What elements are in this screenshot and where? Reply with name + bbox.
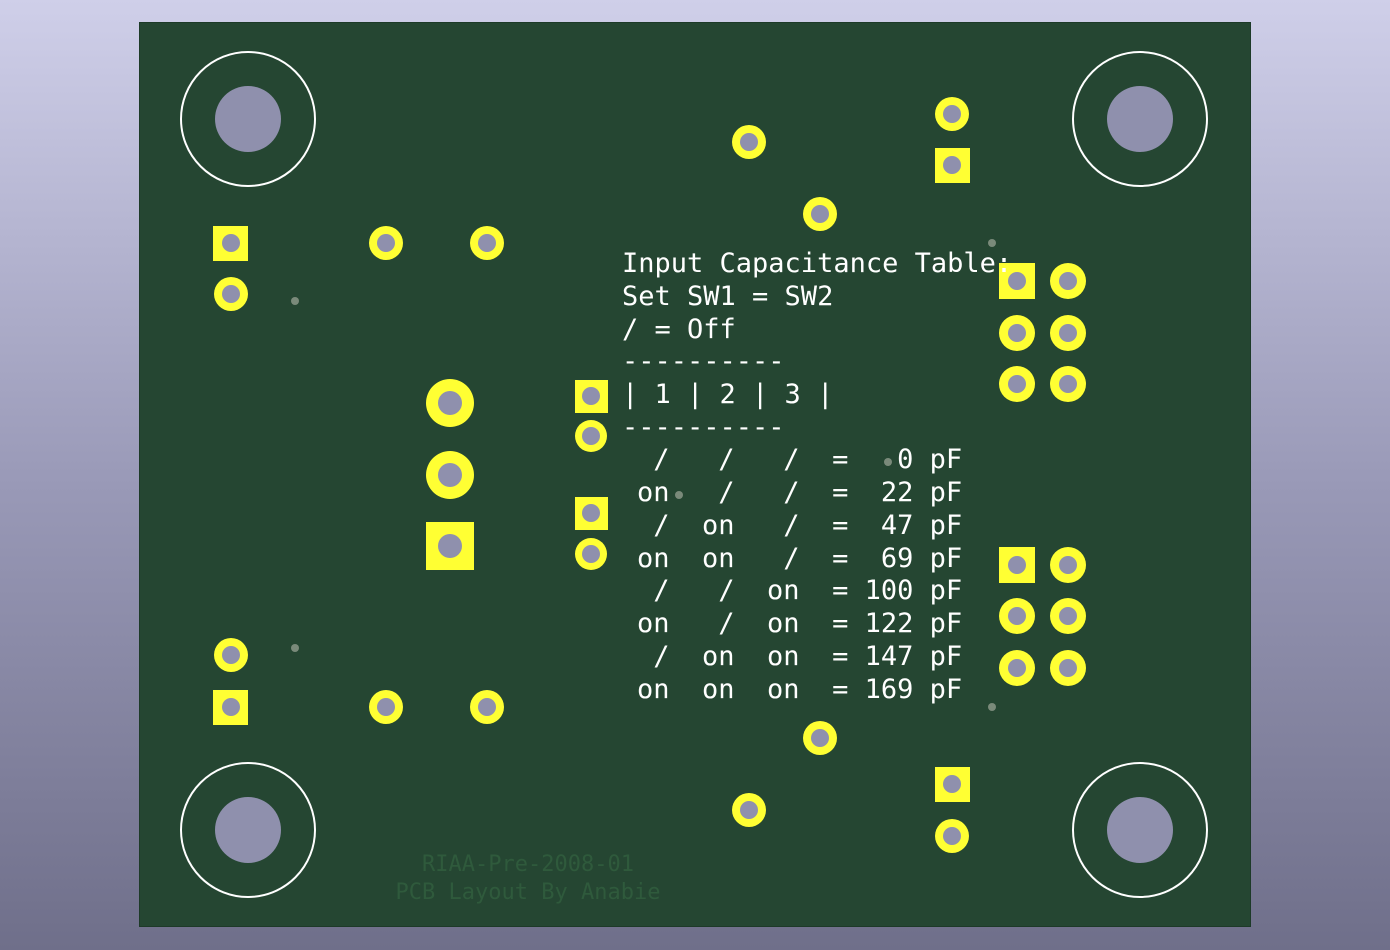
round-pad — [369, 226, 403, 260]
mounting-hole-top-right — [1072, 51, 1208, 187]
round-pad — [803, 721, 837, 755]
table-row: / / / = 0 pF — [637, 444, 962, 475]
faint-board-title: RIAA-Pre-2008-01 — [422, 852, 634, 877]
mounting-hole-bottom-right — [1072, 762, 1208, 898]
via — [291, 297, 299, 305]
via — [988, 703, 996, 711]
table-row: on on / = 69 pF — [637, 543, 962, 574]
via — [291, 644, 299, 652]
mounting-hole-bottom-left — [180, 762, 316, 898]
square-pad — [213, 226, 248, 261]
round-pad — [369, 690, 403, 724]
square-pad — [575, 380, 608, 413]
square-pad — [935, 767, 970, 802]
round-pad — [470, 690, 504, 724]
round-pad — [1050, 263, 1086, 299]
vias — [291, 239, 996, 711]
pcb-artwork: RIAA-Pre-2008-01 PCB Layout By Anabie — [180, 51, 1208, 905]
table-row: on / / = 22 pF — [637, 477, 962, 508]
table-row: / on / = 47 pF — [637, 510, 962, 541]
round-pad — [935, 819, 969, 853]
square-pad — [213, 690, 248, 725]
table-row: on on on = 169 pF — [637, 674, 962, 705]
round-pad — [426, 379, 474, 427]
square-pad — [999, 547, 1035, 583]
pcb-board[interactable]: RIAA-Pre-2008-01 PCB Layout By Anabie — [140, 23, 1250, 926]
capacitance-table-silkscreen: Input Capacitance Table: Set SW1 = SW2 /… — [622, 248, 1012, 705]
round-pad — [1050, 547, 1086, 583]
round-pad — [803, 197, 837, 231]
mounting-hole-top-left — [180, 51, 316, 187]
round-pad — [999, 598, 1035, 634]
table-rule-top: ---------- — [622, 346, 785, 377]
round-pad — [575, 538, 607, 570]
table-row: / on on = 147 pF — [637, 641, 962, 672]
table-header: | 1 | 2 | 3 | — [622, 379, 833, 410]
round-pad — [575, 420, 607, 452]
round-pad — [426, 451, 474, 499]
round-pad — [214, 638, 248, 672]
round-pad — [999, 315, 1035, 351]
round-pad — [1050, 315, 1086, 351]
round-pad — [935, 97, 969, 131]
square-pad — [935, 148, 970, 183]
round-pad — [999, 366, 1035, 402]
round-pad — [732, 125, 766, 159]
square-pad — [426, 522, 474, 570]
square-pad — [575, 497, 608, 530]
via — [884, 458, 892, 466]
round-pad — [214, 277, 248, 311]
via — [988, 239, 996, 247]
table-rule-bottom: ---------- — [622, 412, 785, 443]
table-row: on / on = 122 pF — [637, 608, 962, 639]
round-pad — [1050, 650, 1086, 686]
round-pad — [470, 226, 504, 260]
via — [675, 491, 683, 499]
table-legend: / = Off — [622, 314, 736, 345]
faint-layout-credit: PCB Layout By Anabie — [396, 880, 661, 905]
round-pad — [732, 793, 766, 827]
square-pad — [999, 263, 1035, 299]
round-pad — [999, 650, 1035, 686]
table-row: / / on = 100 pF — [637, 575, 962, 606]
table-instruction: Set SW1 = SW2 — [622, 281, 833, 312]
round-pad — [1050, 598, 1086, 634]
round-pad — [1050, 366, 1086, 402]
table-title: Input Capacitance Table: — [622, 248, 1012, 279]
